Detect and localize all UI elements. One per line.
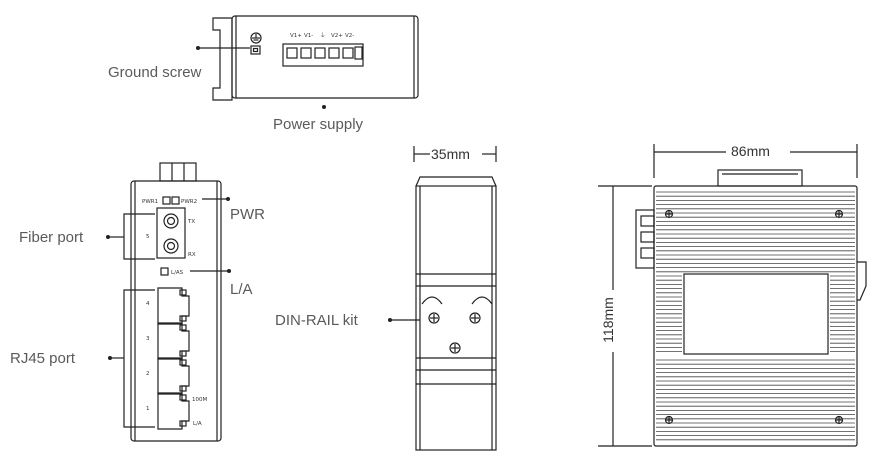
front-body (130, 180, 222, 442)
ground-symbol-icon (250, 32, 262, 44)
terminal-block (282, 43, 364, 67)
rear-left-connector (635, 209, 655, 269)
din-screw-icon (469, 312, 481, 324)
pwr2-led-icon (171, 196, 180, 205)
top-view-rail-bracket (212, 17, 233, 101)
power-supply-label: Power supply (273, 116, 364, 133)
din-screw-icon (449, 342, 461, 354)
rear-screw-icon (664, 415, 674, 425)
la-led-icon (160, 267, 169, 276)
rear-screw-icon (834, 209, 844, 219)
rj45-port-bracket (123, 289, 155, 428)
front-top-tab (159, 162, 197, 182)
ground-screw-label: Ground screw (108, 64, 202, 81)
rear-screw-icon (834, 415, 844, 425)
fiber-sc-port (156, 207, 186, 259)
pwr1-led-icon (162, 196, 171, 205)
front-view (106, 162, 231, 442)
rear-screw-icon (664, 209, 674, 219)
rear-width-dimension: 86mm (731, 143, 770, 159)
ground-screw-icon (250, 45, 261, 55)
din-rail-kit-label: DIN-RAIL kit (275, 312, 358, 329)
side-body (415, 185, 497, 451)
side-width-dimension: 35mm (431, 146, 470, 162)
pwr-label: PWR (230, 206, 265, 223)
fiber-port-label: Fiber port (19, 229, 84, 246)
rear-label-window (683, 273, 829, 355)
top-view-body (231, 15, 419, 99)
rear-view (598, 144, 867, 447)
din-screw-icon (428, 312, 440, 324)
rj45-port-2 (157, 357, 190, 395)
rj45-port-1 (157, 392, 190, 430)
side-view (388, 146, 497, 451)
rear-rail-hook (857, 261, 867, 301)
height-dimension: 118mm (599, 297, 616, 343)
rj45-port-label: RJ45 port (10, 350, 76, 367)
fiber-port-bracket (123, 213, 155, 260)
rear-body (653, 185, 858, 447)
top-view (196, 15, 419, 109)
rj45-port-4 (157, 287, 190, 325)
power-supply-leader-dot (322, 105, 326, 109)
la-label: L/A (230, 281, 253, 298)
rj45-port-3 (157, 322, 190, 360)
rear-top-terminal (717, 169, 803, 187)
